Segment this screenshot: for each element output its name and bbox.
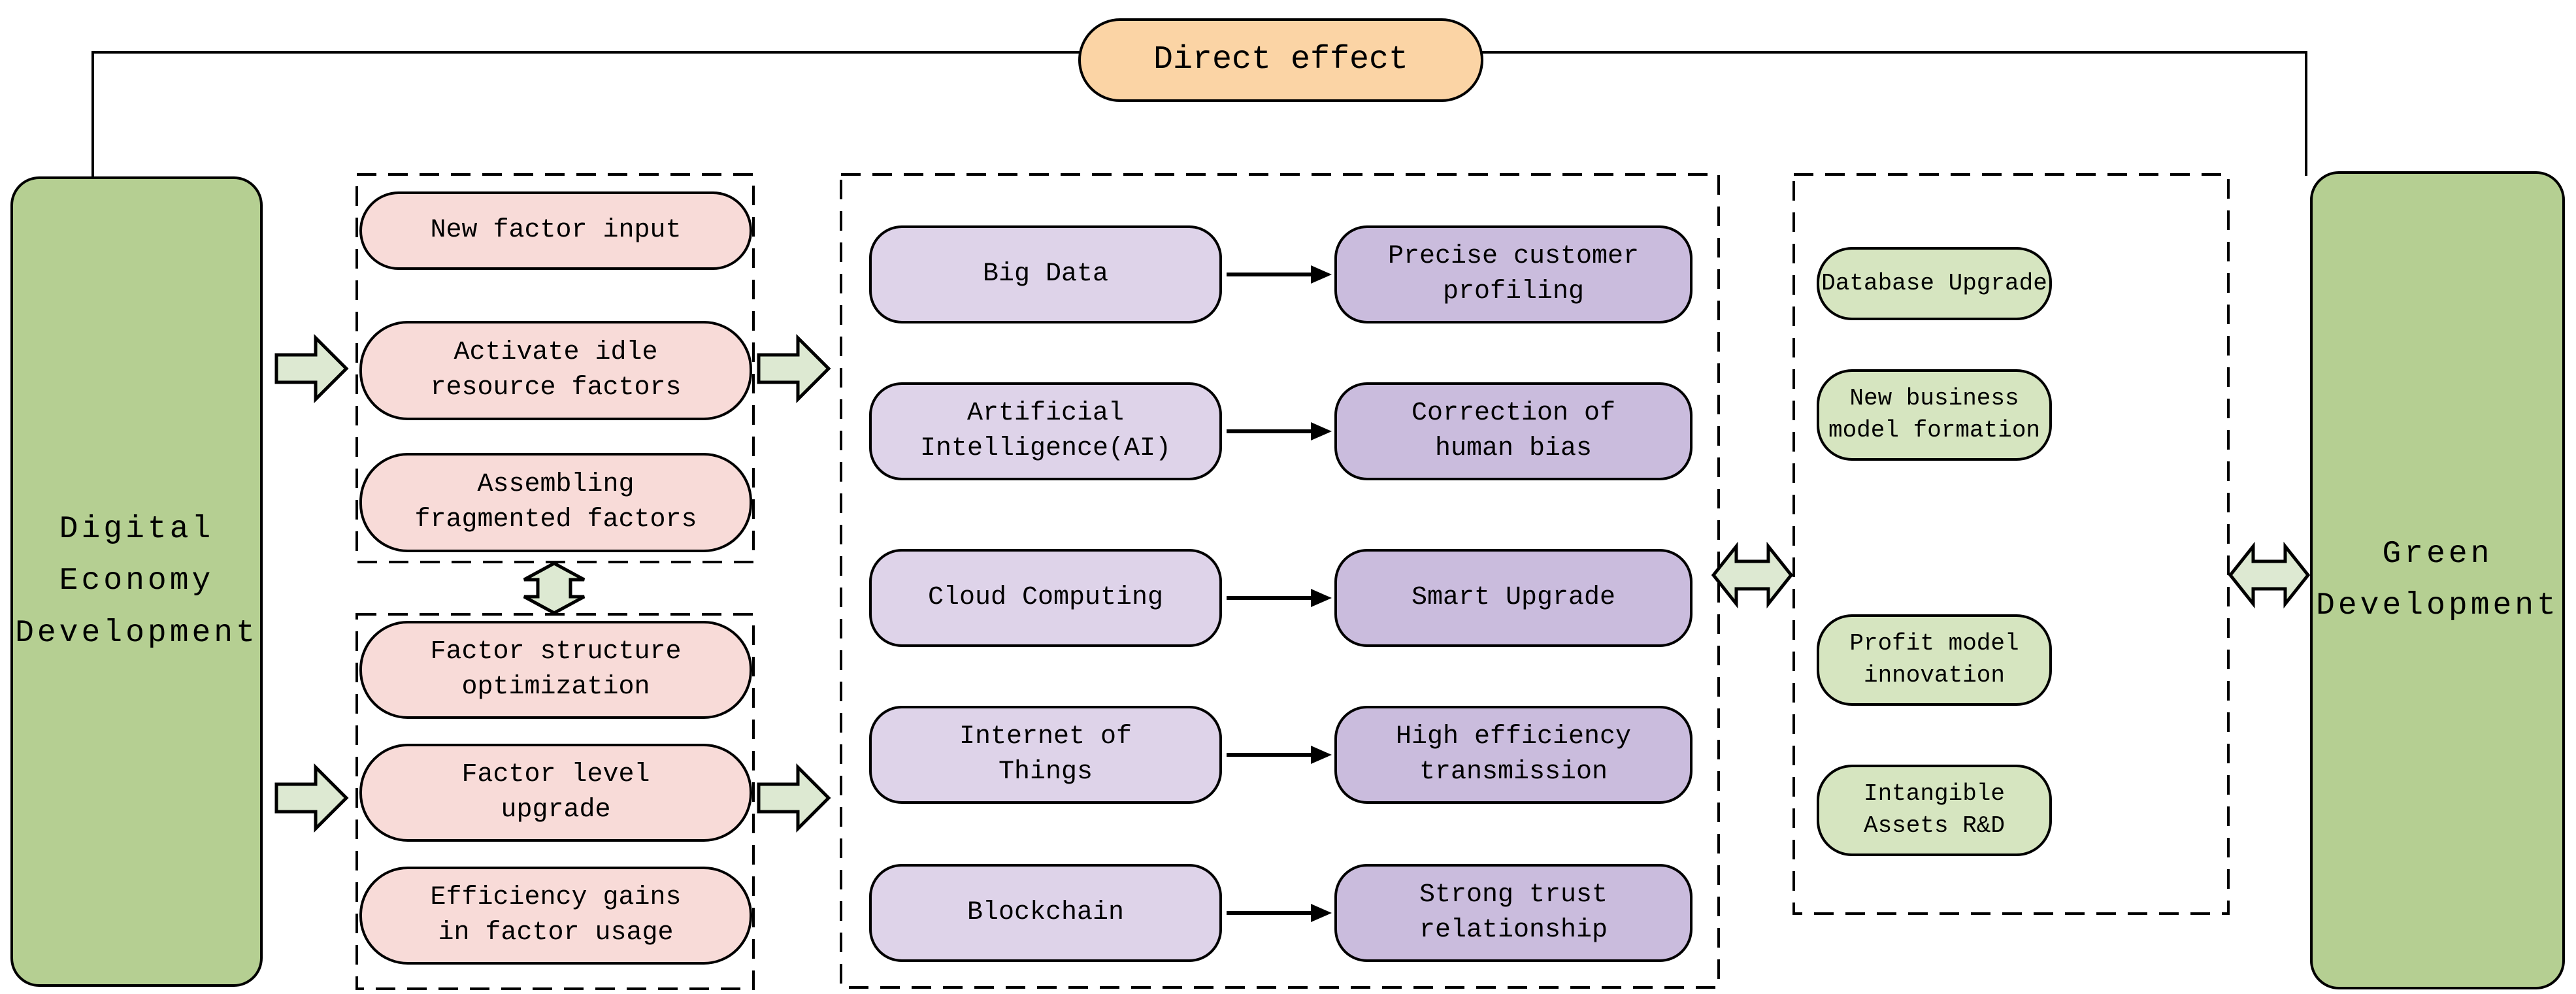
green-development-node: Green Development <box>2310 171 2565 989</box>
outcome-box-database-upgrade: Database Upgrade <box>1817 247 2052 320</box>
outcome-box-intangible-assets-rd: Intangible Assets R&D <box>1817 765 2052 856</box>
tech-box-artificial-intelligence: Artificial Intelligence(AI) <box>869 382 1222 480</box>
effect-box-correction-of-human-bias: Correction of human bias <box>1334 382 1693 480</box>
effect-box-smart-upgrade: Smart Upgrade <box>1334 549 1693 647</box>
arrow-right-icon <box>757 333 831 404</box>
digital-economy-node: Digital Economy Development <box>10 176 263 987</box>
outcome-group <box>1792 173 2230 915</box>
factor-item-factor-level-upgrade: Factor level upgrade <box>359 744 752 842</box>
tech-effect-arrow-icon <box>1227 589 1332 607</box>
tech-effect-arrow-icon <box>1227 746 1332 764</box>
tech-effect-arrow-icon <box>1227 422 1332 440</box>
tech-effect-arrow-icon <box>1227 265 1332 284</box>
tech-effect-arrow-icon <box>1227 904 1332 922</box>
effect-box-precise-customer-profiling: Precise customer profiling <box>1334 225 1693 323</box>
factor-item-new-factor-input: New factor input <box>359 191 752 270</box>
factor-item-efficiency-gains-in-factor-usage: Efficiency gains in factor usage <box>359 867 752 965</box>
outcome-box-profit-model-innovation: Profit model innovation <box>1817 614 2052 706</box>
connector-line-left <box>91 51 94 179</box>
tech-box-big-data: Big Data <box>869 225 1222 323</box>
connector-line-right <box>2305 51 2307 176</box>
factor-item-assembling-fragmented-factors: Assembling fragmented factors <box>359 453 752 552</box>
arrow-right-icon <box>274 333 349 404</box>
effect-box-strong-trust-relationship: Strong trust relationship <box>1334 864 1693 962</box>
double-arrow-horizontal-icon <box>2228 541 2311 609</box>
arrow-right-icon <box>274 763 349 833</box>
arrow-right-icon <box>757 763 831 833</box>
tech-box-internet-of-things: Internet of Things <box>869 706 1222 804</box>
tech-box-cloud-computing: Cloud Computing <box>869 549 1222 647</box>
double-arrow-vertical-icon <box>523 561 586 615</box>
direct-effect-node: Direct effect <box>1078 18 1483 102</box>
effect-box-high-efficiency-transmission: High efficiency transmission <box>1334 706 1693 804</box>
factor-item-factor-structure-optimization: Factor structure optimization <box>359 621 752 719</box>
outcome-box-new-business-model-formation: New business model formation <box>1817 369 2052 461</box>
factor-item-activate-idle-resource-factors: Activate idle resource factors <box>359 321 752 420</box>
tech-box-blockchain: Blockchain <box>869 864 1222 962</box>
double-arrow-horizontal-icon <box>1711 541 1794 609</box>
